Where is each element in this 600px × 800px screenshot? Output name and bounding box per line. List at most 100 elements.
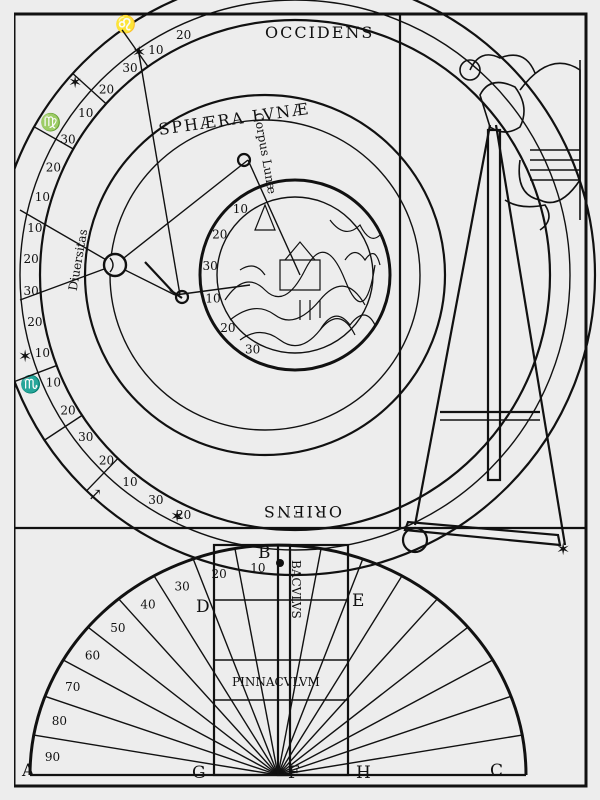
quadrant-number: 80	[52, 714, 67, 728]
point-h: H	[356, 763, 371, 783]
baculus-staff	[276, 543, 292, 777]
zodiac-sign-scorpio: ♏	[20, 374, 41, 395]
reference-point-icon	[236, 152, 252, 168]
zodiac-sign-leo: ♌	[115, 14, 136, 35]
moon-icon	[102, 252, 128, 278]
zodiac-number: 10	[27, 221, 42, 235]
sphere-of-moon-outer	[83, 93, 447, 457]
sight-line-6	[247, 159, 301, 276]
quadrant-ray	[277, 734, 523, 776]
observer-figure-icon	[459, 54, 581, 231]
quadrant-ray	[277, 598, 438, 776]
zodiac-number: 20	[60, 404, 75, 418]
earth-scale-number: 30	[245, 342, 260, 356]
label-oriens: ORIENS	[262, 502, 342, 521]
point-c: C	[490, 761, 503, 781]
transversal-bar	[403, 520, 562, 547]
sight-ray-left	[413, 124, 492, 526]
sight-line-3	[19, 209, 116, 266]
quadrant-ray	[62, 659, 279, 776]
zodiac-number: 10	[148, 43, 163, 57]
quadrant-ray	[153, 575, 279, 776]
zodiac-sign-virgo: ♍	[40, 112, 61, 133]
zodiac-number: 10	[35, 346, 50, 360]
sight-line-4	[19, 264, 116, 301]
point-b: B	[258, 543, 271, 563]
quadrant-ray	[44, 695, 279, 776]
sight-line-5	[137, 47, 181, 296]
zodiac-middle-arc	[19, 0, 571, 551]
zodiac-number: 20	[176, 28, 191, 42]
earth-scale-number: 30	[202, 259, 217, 273]
zodiac-number: 10	[122, 475, 137, 489]
star-icon: ✶	[18, 347, 32, 367]
quadrant-ray	[277, 548, 322, 776]
zodiac-inner-arc	[38, 18, 552, 532]
staff	[486, 128, 502, 482]
zodiac-number: 20	[99, 454, 114, 468]
quadrant-number: 10	[250, 561, 265, 575]
zodiac-number: 10	[46, 376, 61, 390]
zodiac-number: 30	[60, 132, 75, 146]
label-pinnaculum: PINNACVLVM	[232, 675, 320, 689]
zodiac-number: 20	[46, 160, 61, 174]
quadrant-ray	[87, 626, 279, 776]
zodiac-number: 30	[122, 61, 137, 75]
sight-ray-right	[494, 124, 567, 546]
quadrant-number: 60	[85, 649, 100, 663]
zodiac-tick	[44, 414, 83, 441]
zodiac-tick	[33, 126, 74, 150]
quadrant-ray	[118, 598, 279, 776]
zodiac-number: 30	[148, 493, 163, 507]
label-baculus: BACVLVS	[289, 560, 303, 619]
earth-scale-numbers: 10 20 30 10 20 30	[202, 202, 260, 356]
sight-line-2	[114, 159, 249, 266]
point-g: G	[192, 763, 206, 783]
star-icon: ✶	[170, 507, 184, 527]
earth-scale-number: 20	[212, 228, 227, 242]
quadrant-ray	[277, 575, 403, 776]
transversal-knob-icon	[401, 526, 429, 554]
zodiac-tick	[72, 72, 107, 105]
zodiac-tick	[121, 29, 149, 68]
quadrant-ray	[192, 558, 279, 776]
zodiac-number: 20	[176, 508, 191, 522]
quadrant-ray	[277, 659, 494, 776]
zodiac-number: 20	[27, 315, 42, 329]
quadrant-scale-numbers: 90 80 70 60 50 40 30 20 10	[45, 561, 266, 764]
landscape-hatching	[224, 203, 381, 347]
quadrant-number: 90	[45, 750, 60, 764]
earth-globe	[198, 178, 392, 372]
point-e: E	[352, 591, 364, 611]
earth-scale-number: 20	[220, 321, 235, 335]
zodiac-tick	[14, 364, 57, 383]
point-d: D	[196, 597, 210, 617]
pivot-point-icon	[276, 559, 284, 567]
earth-scale-number: 10	[233, 202, 248, 216]
observer-panel: ✶	[401, 54, 581, 560]
label-occidens: OCCIDENS	[265, 23, 374, 42]
zodiac-number: 30	[78, 430, 93, 444]
quadrant-number: 50	[110, 621, 125, 635]
zodiac-number: 10	[35, 190, 50, 204]
quadrant-number: 30	[174, 579, 189, 593]
zodiac-number: 30	[23, 284, 38, 298]
star-icon: ✶	[556, 540, 570, 560]
quadrant-number: 20	[212, 567, 227, 581]
zodiac-number: 10	[78, 106, 93, 120]
zodiac-number: 20	[99, 82, 114, 96]
quadrant-ray	[234, 548, 279, 776]
quadrant-number: 70	[65, 680, 80, 694]
quadrant-ray	[277, 695, 512, 776]
point-f: F	[288, 763, 300, 783]
zodiac-sign-arrow: ↗	[88, 485, 102, 505]
quadrant-ray	[277, 626, 469, 776]
zodiac-number: 20	[23, 252, 38, 266]
quadrant-number: 40	[140, 598, 155, 612]
point-a: A	[21, 761, 35, 781]
earth-scale-number: 10	[205, 292, 220, 306]
